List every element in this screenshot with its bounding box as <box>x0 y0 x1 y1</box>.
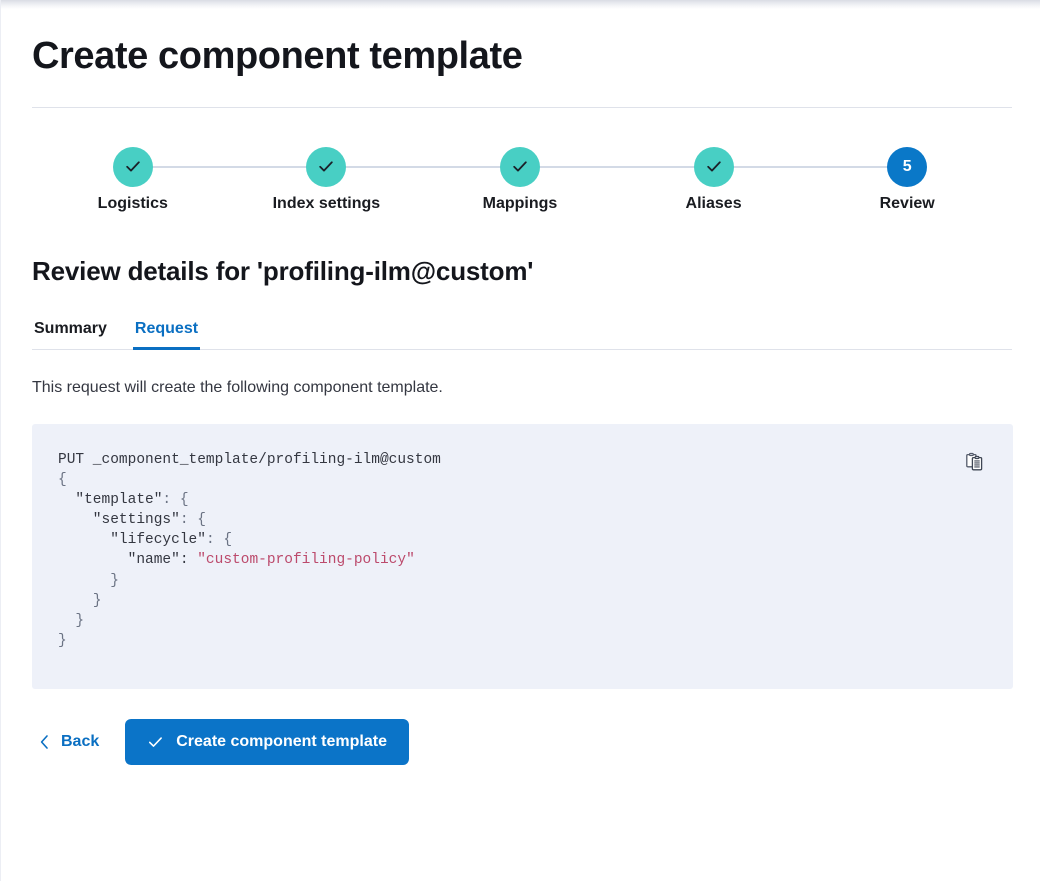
step-label: Review <box>879 195 935 212</box>
check-icon <box>149 736 163 747</box>
request-code-block: PUT _component_template/profiling-ilm@cu… <box>32 424 1013 689</box>
copy-icon <box>966 452 983 471</box>
step-status-current: 5 <box>887 147 928 187</box>
step-status-complete <box>306 147 347 187</box>
check-icon <box>706 161 721 172</box>
back-button-label: Back <box>61 733 100 750</box>
step-circle-row <box>616 147 811 187</box>
step-aliases[interactable]: Aliases <box>616 147 811 213</box>
step-connector-right <box>132 166 230 168</box>
step-connector-left <box>810 166 908 168</box>
check-icon <box>319 161 334 172</box>
request-code-text: PUT _component_template/profiling-ilm@cu… <box>58 452 441 649</box>
step-number: 5 <box>902 158 912 175</box>
page-content: Create component template Logistics <box>32 35 1013 765</box>
step-status-complete <box>112 147 153 187</box>
step-mappings[interactable]: Mappings <box>423 147 617 213</box>
check-icon <box>126 161 140 172</box>
step-connector-right <box>713 166 811 168</box>
step-connector-left <box>229 166 327 168</box>
page-title: Create component template <box>32 35 523 77</box>
create-component-template-button[interactable]: Create component template <box>125 719 409 765</box>
step-circle-row: 5 <box>810 147 1004 187</box>
step-logistics[interactable]: Logistics <box>36 147 230 213</box>
step-label: Mappings <box>482 195 558 212</box>
code-string-value: "custom-profiling-policy" <box>197 552 415 569</box>
tab-request[interactable]: Request <box>132 316 201 350</box>
step-connector-right <box>519 166 617 168</box>
step-review[interactable]: 5 Review <box>810 147 1004 213</box>
request-description: This request will create the following c… <box>32 379 443 396</box>
step-circle-row <box>36 147 230 187</box>
tab-summary[interactable]: Summary <box>32 316 109 349</box>
check-icon <box>513 161 527 172</box>
step-connector-right <box>326 166 424 168</box>
create-button-label: Create component template <box>176 733 387 750</box>
wizard-stepper: Logistics Index settings <box>32 147 1008 213</box>
copy-to-clipboard-button[interactable] <box>963 450 987 474</box>
wizard-actions: Back Create component template <box>32 719 1008 765</box>
step-status-complete <box>499 147 540 187</box>
step-index-settings[interactable]: Index settings <box>229 147 424 213</box>
code-line-method: PUT _component_template/profiling-ilm@cu… <box>58 452 441 468</box>
step-circle-row <box>229 147 424 187</box>
step-connector-left <box>616 166 714 168</box>
step-circle-row <box>423 147 617 187</box>
chevron-left-icon <box>40 735 48 749</box>
back-button[interactable]: Back <box>32 725 111 759</box>
step-label: Logistics <box>97 195 168 212</box>
review-heading: Review details for 'profiling-ilm@custom… <box>32 256 534 286</box>
title-divider <box>32 107 1012 108</box>
step-status-complete <box>693 147 734 187</box>
step-label: Aliases <box>685 195 742 212</box>
step-label: Index settings <box>272 195 381 212</box>
review-tabs: Summary Request <box>32 316 1012 350</box>
step-connector-left <box>423 166 520 168</box>
